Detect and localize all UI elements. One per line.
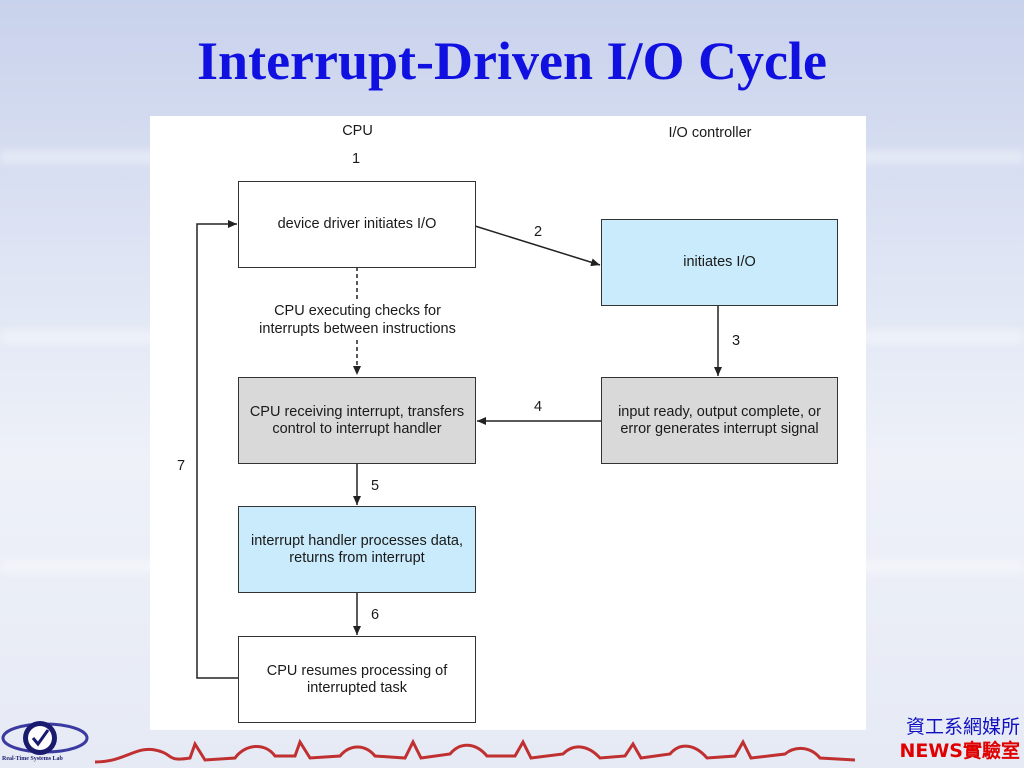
step-number-1: 1 xyxy=(352,151,361,167)
diagram-connectors xyxy=(196,220,722,679)
step-number-4: 4 xyxy=(534,399,543,415)
step-number-6: 6 xyxy=(371,607,380,623)
footer-signature-decoration xyxy=(95,738,855,764)
lab-name-suffix: 實驗室 xyxy=(962,740,1020,762)
lab-name: 資工系網媒所 NEWS實驗室 xyxy=(899,715,1020,763)
step-number-7: 7 xyxy=(177,458,186,474)
step-number-5: 5 xyxy=(371,478,380,494)
step-number-3: 3 xyxy=(732,333,741,349)
lab-name-line-1: 資工系網媒所 xyxy=(905,716,1020,738)
note-line-1: CPU executing checks for xyxy=(274,303,441,319)
arrow-step-7 xyxy=(196,220,238,679)
note-line-2: interrupts between instructions xyxy=(259,321,456,337)
step-number-2: 2 xyxy=(534,224,543,240)
diagram-panel: CPU I/O controller 1 2 3 4 5 6 7 device … xyxy=(150,116,866,730)
lab-name-line-2: NEWS實驗室 xyxy=(899,739,1020,763)
arrow-step-2 xyxy=(474,225,601,267)
column-label-io-controller: I/O controller xyxy=(668,125,752,141)
note-cpu-executing: CPU executing checks for interrupts betw… xyxy=(220,302,495,338)
lab-name-news: NEWS xyxy=(899,740,963,762)
box-device-driver-initiates-io: device driver initiates I/O xyxy=(238,181,476,268)
box-initiates-io: initiates I/O xyxy=(601,219,838,306)
logo-text: Real-Time Systems Lab xyxy=(2,756,63,762)
box-interrupt-handler-processes: interrupt handler processes data, return… xyxy=(238,506,476,593)
box-input-ready: input ready, output complete, or error g… xyxy=(601,377,838,464)
box-cpu-receiving-interrupt: CPU receiving interrupt, transfers contr… xyxy=(238,377,476,464)
lab-logo-icon xyxy=(1,721,89,755)
column-label-cpu: CPU xyxy=(342,123,373,139)
slide-title: Interrupt-Driven I/O Cycle xyxy=(197,31,827,91)
box-cpu-resumes: CPU resumes processing of interrupted ta… xyxy=(238,636,476,723)
